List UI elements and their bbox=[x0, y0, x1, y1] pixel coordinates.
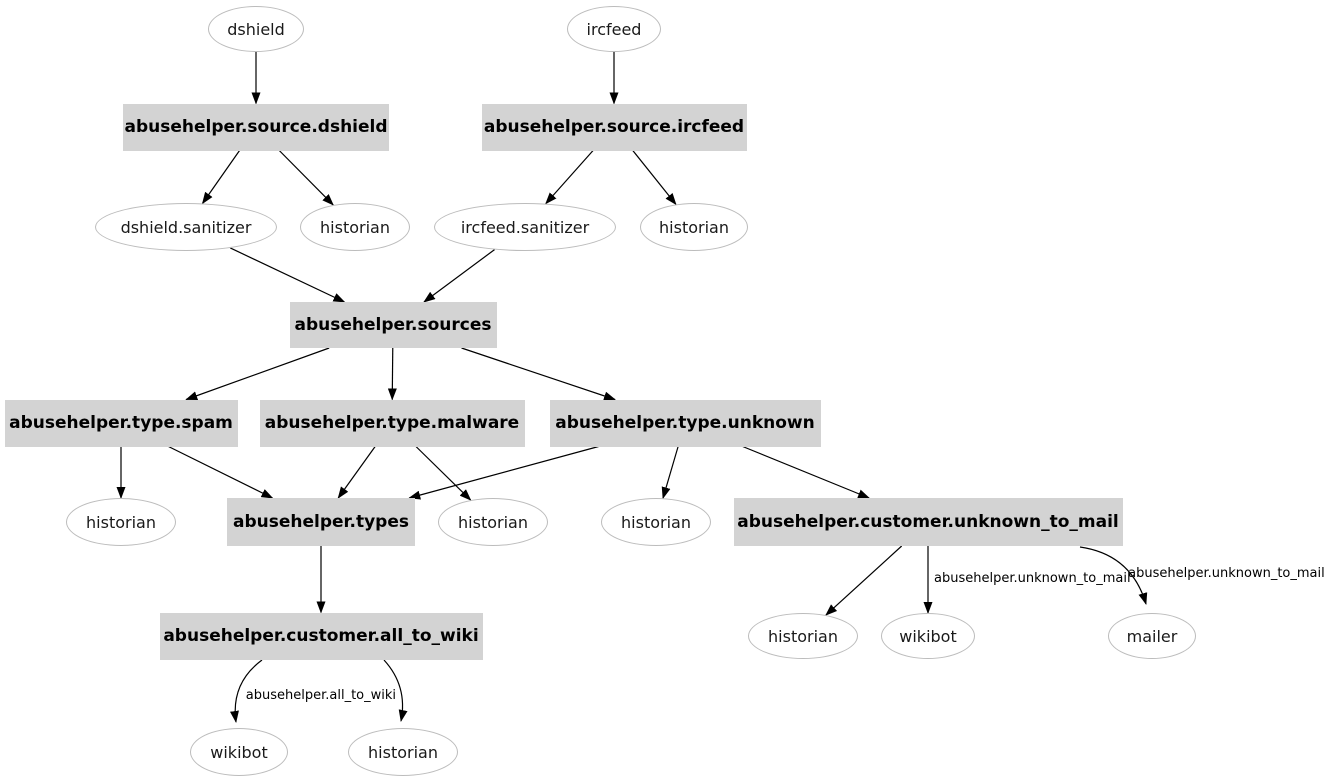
edge-src-dshield-to-dshield-sanitizer bbox=[201, 150, 241, 205]
node-ircfeed-label: ircfeed bbox=[586, 19, 642, 39]
node-historian-3: historian bbox=[66, 498, 176, 546]
node-all-to-wiki-label: abusehelper.customer.all_to_wiki bbox=[163, 626, 479, 646]
node-historian-5-label: historian bbox=[621, 512, 691, 532]
edge-label-unknown-to-mail-to-wikibot-1: abusehelper.unknown_to_mail bbox=[934, 570, 1131, 586]
edge-type-spam-to-types bbox=[168, 445, 274, 499]
edge-group bbox=[116, 52, 1148, 723]
node-ircfeed-sanitizer: ircfeed.sanitizer bbox=[434, 203, 616, 251]
edge-type-malware-to-historian-4 bbox=[415, 446, 472, 501]
edge-type-unknown-to-types bbox=[408, 445, 599, 500]
node-wikibot-1: wikibot bbox=[881, 613, 975, 659]
node-sources-label: abusehelper.sources bbox=[294, 315, 492, 335]
node-historian-4: historian bbox=[438, 498, 548, 546]
node-dshield-label: dshield bbox=[227, 19, 285, 39]
edge-sources-to-type-malware bbox=[387, 347, 397, 401]
edge-unknown-to-mail-to-mailer bbox=[1079, 546, 1148, 605]
node-types-label: abusehelper.types bbox=[233, 512, 409, 532]
node-ircfeed: ircfeed bbox=[567, 6, 661, 52]
node-type-unknown-label: abusehelper.type.unknown bbox=[555, 413, 815, 433]
edge-src-dshield-to-historian-1 bbox=[278, 150, 334, 206]
node-historian-7: historian bbox=[348, 728, 458, 776]
node-src-ircfeed: abusehelper.source.ircfeed bbox=[481, 103, 747, 151]
node-historian-2-label: historian bbox=[659, 217, 729, 237]
edge-ircfeed-sanitizer-to-sources bbox=[423, 249, 495, 303]
edge-dshield-sanitizer-to-sources bbox=[230, 247, 346, 303]
node-historian-2: historian bbox=[640, 203, 748, 251]
node-src-dshield: abusehelper.source.dshield bbox=[123, 103, 389, 151]
node-all-to-wiki: abusehelper.customer.all_to_wiki bbox=[159, 612, 483, 660]
edge-type-unknown-to-historian-5 bbox=[661, 446, 679, 500]
node-src-ircfeed-label: abusehelper.source.ircfeed bbox=[483, 117, 745, 137]
edge-src-ircfeed-to-ircfeed-sanitizer bbox=[545, 150, 594, 205]
node-historian-7-label: historian bbox=[368, 742, 438, 762]
node-historian-1-label: historian bbox=[320, 217, 390, 237]
node-historian-1: historian bbox=[300, 203, 410, 251]
node-type-malware-label: abusehelper.type.malware bbox=[264, 413, 520, 433]
node-dshield: dshield bbox=[208, 6, 304, 52]
node-type-spam: abusehelper.type.spam bbox=[4, 399, 238, 447]
edge-src-ircfeed-to-historian-2 bbox=[632, 150, 677, 206]
node-unknown-to-mail: abusehelper.customer.unknown_to_mail bbox=[733, 498, 1123, 546]
edge-unknown-to-mail-to-historian-6 bbox=[825, 545, 903, 616]
edge-all-to-wiki-to-historian-7 bbox=[383, 659, 408, 722]
node-type-spam-label: abusehelper.type.spam bbox=[9, 413, 233, 433]
node-types: abusehelper.types bbox=[227, 498, 415, 546]
node-mailer-label: mailer bbox=[1126, 626, 1178, 646]
edge-sources-to-type-unknown bbox=[461, 347, 616, 401]
node-historian-6: historian bbox=[748, 613, 858, 659]
node-wikibot-1-label: wikibot bbox=[899, 626, 957, 646]
node-wikibot-2-label: wikibot bbox=[210, 742, 268, 762]
node-historian-3-label: historian bbox=[86, 512, 156, 532]
node-ircfeed-sanitizer-label: ircfeed.sanitizer bbox=[460, 217, 590, 237]
node-dshield-sanitizer: dshield.sanitizer bbox=[95, 203, 277, 251]
node-type-unknown: abusehelper.type.unknown bbox=[549, 399, 821, 447]
node-wikibot-2: wikibot bbox=[190, 728, 288, 776]
node-sources: abusehelper.sources bbox=[289, 302, 497, 348]
edge-type-unknown-to-unknown-to-mail bbox=[742, 445, 871, 499]
edge-label-all-to-wiki-to-wikibot-2: abusehelper.all_to_wiki bbox=[245, 688, 397, 704]
node-src-dshield-label: abusehelper.source.dshield bbox=[124, 117, 388, 137]
edge-sources-to-type-spam bbox=[185, 347, 330, 401]
node-mailer: mailer bbox=[1108, 613, 1196, 659]
edge-all-to-wiki-to-wikibot-2 bbox=[230, 659, 263, 723]
node-historian-4-label: historian bbox=[458, 512, 528, 532]
node-unknown-to-mail-label: abusehelper.customer.unknown_to_mail bbox=[737, 512, 1119, 532]
node-historian-5: historian bbox=[601, 498, 711, 546]
node-type-malware: abusehelper.type.malware bbox=[259, 399, 525, 447]
node-dshield-sanitizer-label: dshield.sanitizer bbox=[120, 217, 252, 237]
node-historian-6-label: historian bbox=[768, 626, 838, 646]
edge-type-malware-to-types bbox=[337, 446, 376, 499]
edge-label-unknown-to-mail-to-mailer: abusehelper.unknown_to_mail bbox=[1128, 565, 1325, 581]
